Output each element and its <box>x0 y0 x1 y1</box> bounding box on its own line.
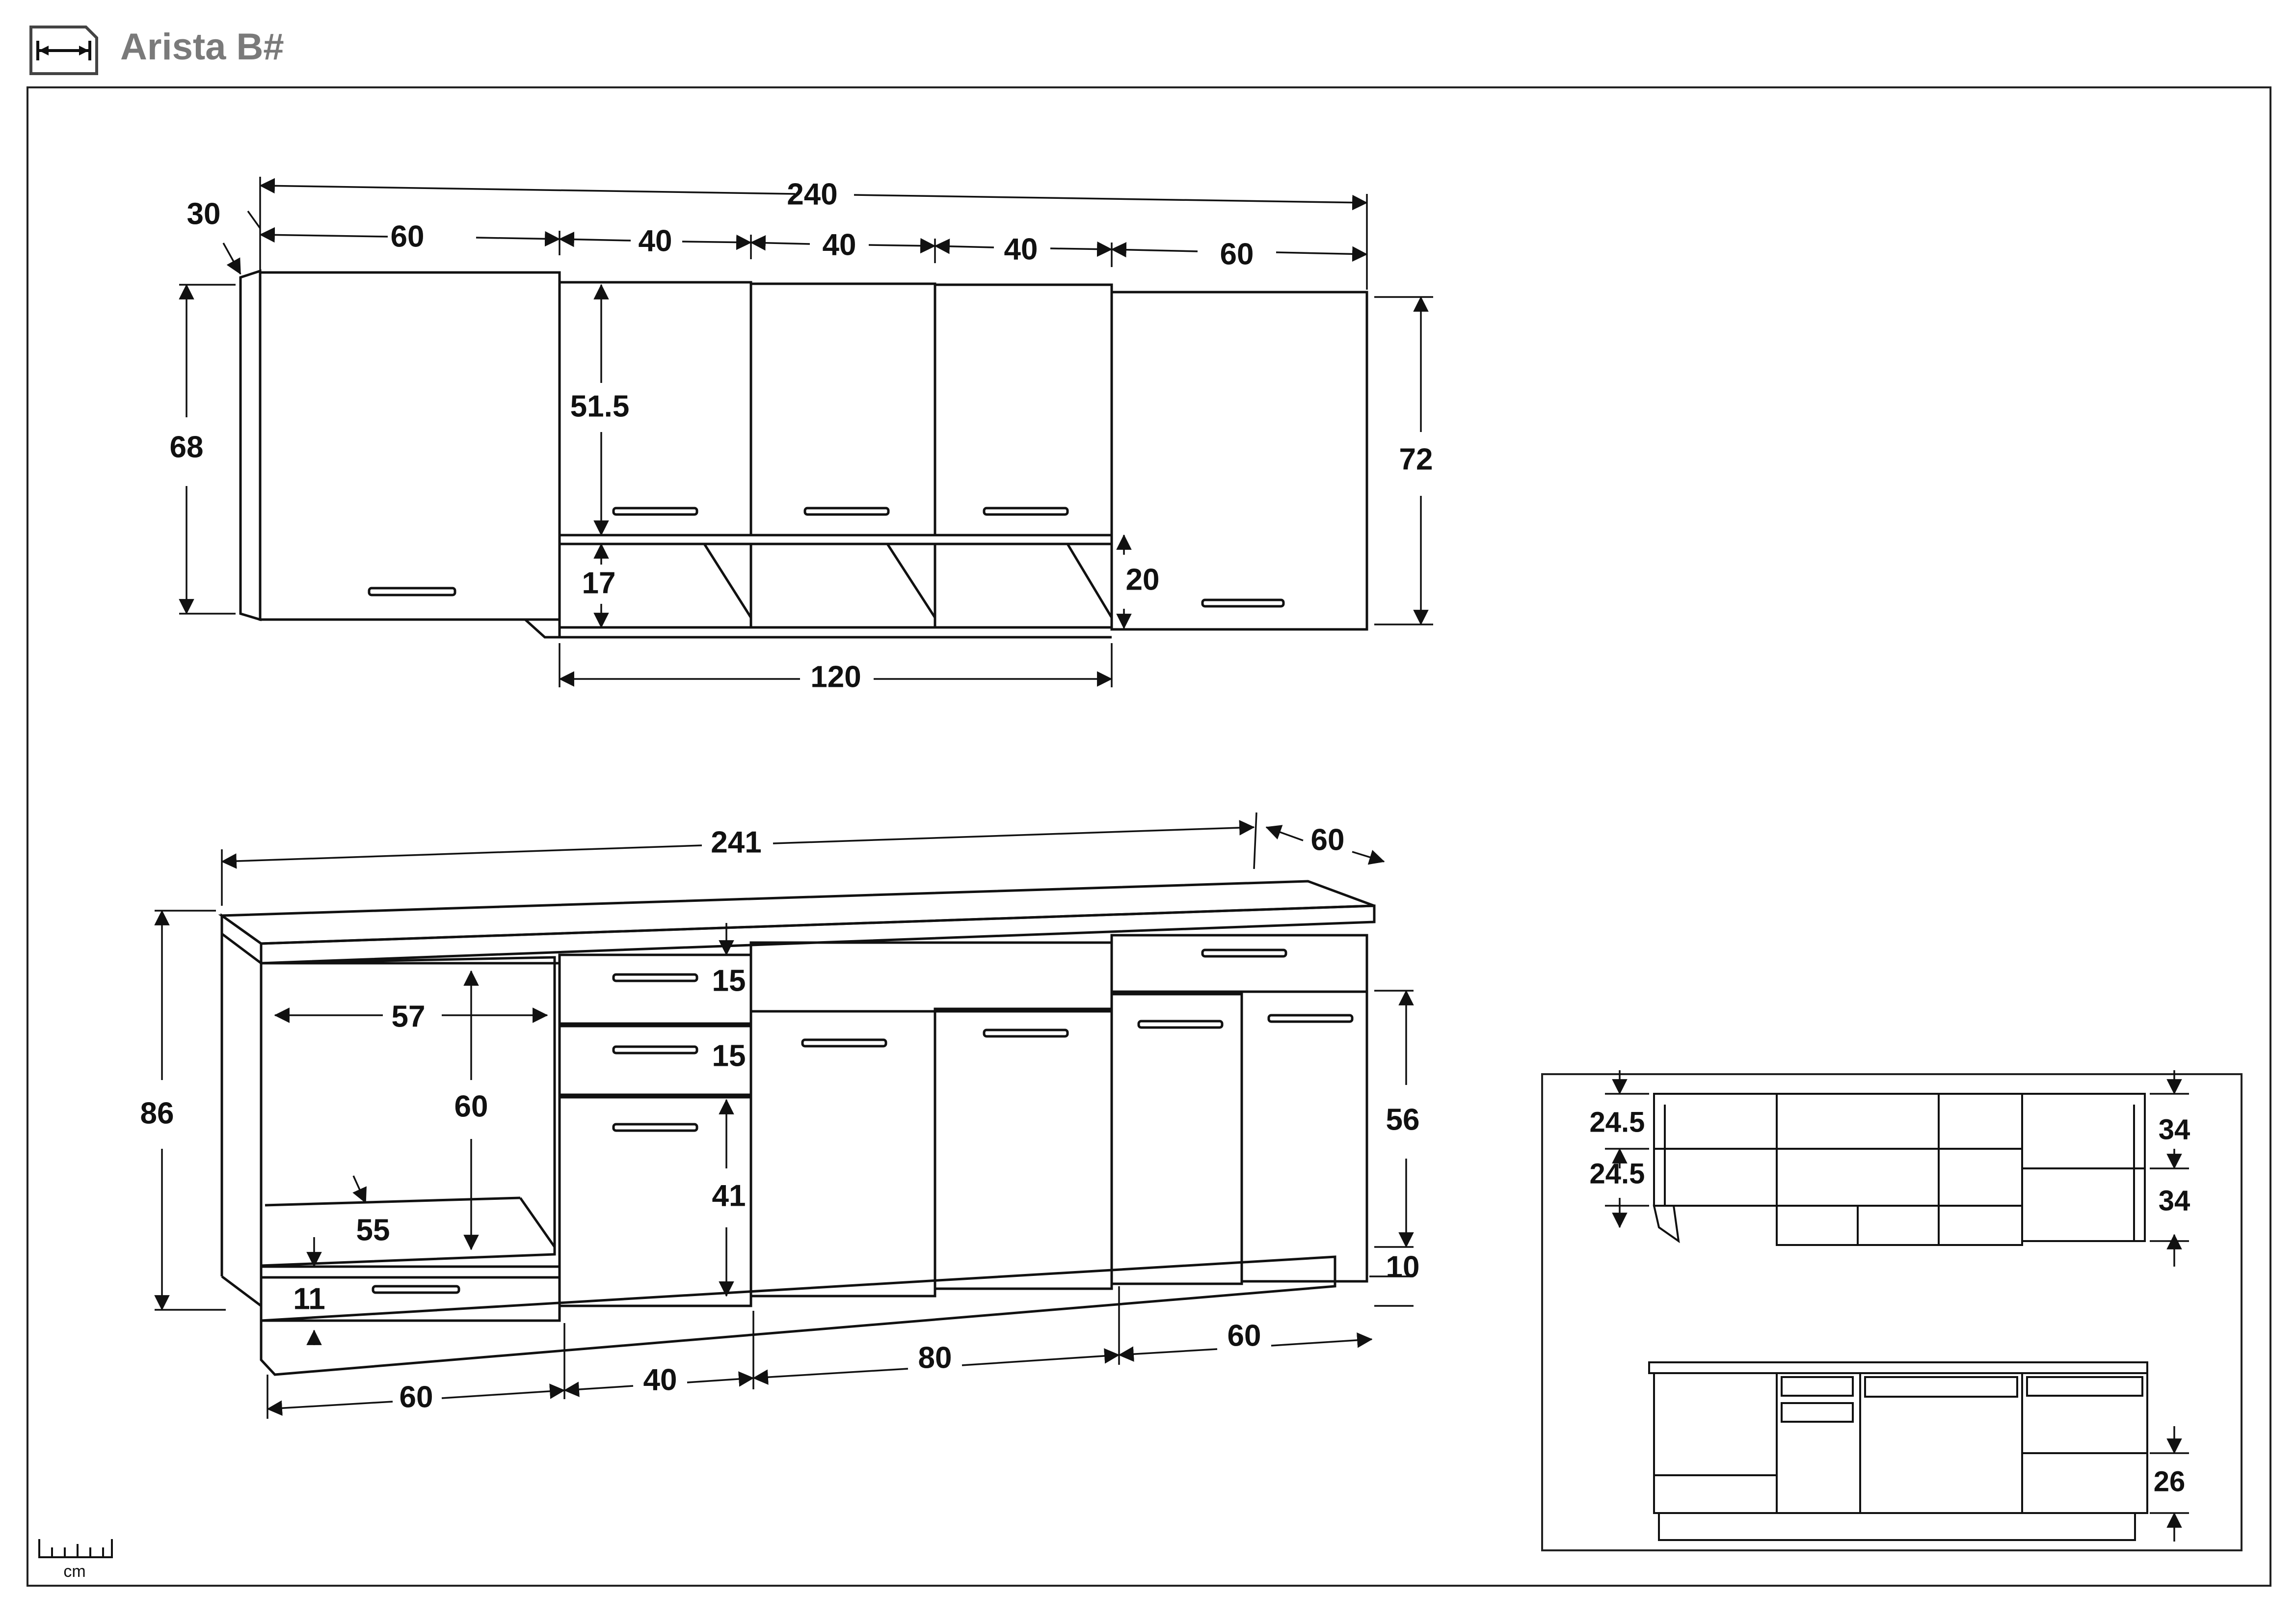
inset-upper-interior <box>1653 1093 2146 1246</box>
lower-height: 86 <box>140 1096 174 1130</box>
upper-dim-labels: 240 30 60 40 40 40 60 68 72 51.5 17 20 1… <box>170 177 1433 694</box>
oven-shelf-depth: 55 <box>356 1213 390 1247</box>
lower-depth: 60 <box>1311 823 1345 857</box>
drawing-frame <box>27 86 2271 1587</box>
lower-door-height: 56 <box>1386 1103 1420 1137</box>
lower-overall-width: 241 <box>711 825 761 859</box>
lower-dim-labels: 241 60 86 57 60 55 11 15 15 41 56 10 60 … <box>140 823 1420 1414</box>
upper-depth: 30 <box>187 197 221 231</box>
upper-shelf-tall: 20 <box>1126 563 1160 596</box>
upper-width-2: 40 <box>639 224 672 258</box>
upper-dimensions <box>179 177 1433 687</box>
upper-width-3: 40 <box>823 228 856 262</box>
inset-lower-shelf: 26 <box>2154 1465 2186 1497</box>
upper-right-height: 72 <box>1399 442 1433 476</box>
upper-shelf-height: 17 <box>582 566 616 600</box>
scale-unit: cm <box>63 1562 85 1581</box>
upper-width-5: 60 <box>1220 237 1254 271</box>
inset-dim-labels: 24.5 24.5 34 34 26 <box>1590 1106 2190 1497</box>
page-title: Arista B# <box>120 26 284 68</box>
upper-overall-width: 240 <box>787 177 837 211</box>
oven-drawer-height: 11 <box>293 1282 325 1316</box>
lower-cabinets <box>218 880 1376 1376</box>
upper-left-height: 68 <box>170 430 204 464</box>
drawer-3-height: 41 <box>712 1179 746 1213</box>
inset-lower-interior <box>1648 1361 2148 1541</box>
lower-dimensions <box>154 812 1414 1419</box>
inset-left-shelf-2: 24.5 <box>1590 1158 1645 1190</box>
upper-width-1: 60 <box>391 219 425 253</box>
bottom-width-1: 60 <box>400 1380 433 1414</box>
inset-right-shelf-1: 34 <box>2159 1113 2190 1145</box>
width-dimension-icon <box>29 26 98 75</box>
inset-left-shelf-1: 24.5 <box>1590 1106 1645 1138</box>
header: Arista B# <box>0 0 2296 83</box>
inset-right-shelf-2: 34 <box>2159 1185 2190 1217</box>
bottom-width-3: 80 <box>918 1341 952 1375</box>
bottom-width-2: 40 <box>643 1363 677 1397</box>
drawer-2-height: 15 <box>712 1039 746 1073</box>
upper-door-height: 51.5 <box>570 389 630 423</box>
ruler-icon <box>38 1539 113 1558</box>
inset-dimensions <box>1605 1070 2189 1542</box>
oven-niche-width: 57 <box>392 1000 426 1033</box>
upper-shelf-width: 120 <box>810 660 861 694</box>
bottom-width-4: 60 <box>1228 1319 1261 1353</box>
upper-width-4: 40 <box>1004 232 1038 266</box>
inset-frame <box>1541 1073 2243 1551</box>
oven-niche-height: 60 <box>454 1089 488 1123</box>
plinth-height: 10 <box>1386 1250 1420 1284</box>
drawer-1-height: 15 <box>712 964 746 998</box>
upper-cabinets <box>239 269 1368 639</box>
